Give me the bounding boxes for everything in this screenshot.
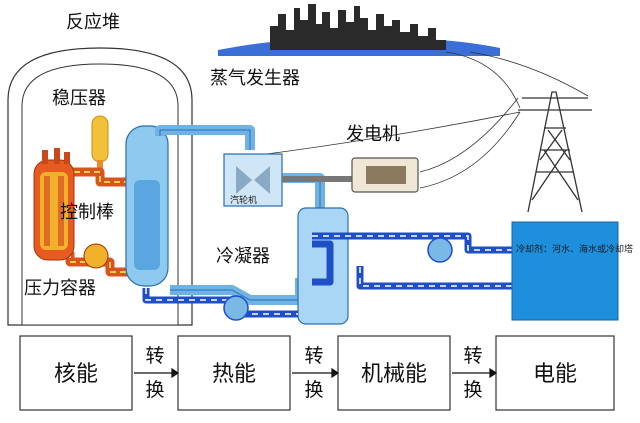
shaft <box>282 176 354 182</box>
convert-3-bottom: 换 <box>463 379 482 401</box>
turbine-icon <box>223 153 283 207</box>
condenser-label: 冷凝器 <box>216 246 270 267</box>
cooling-pump-icon <box>427 237 453 263</box>
convert-2-bottom: 换 <box>304 379 323 401</box>
steam-generator-label: 蒸气发生器 <box>210 68 300 89</box>
chain-box-electric <box>495 335 615 411</box>
chain-box-thermal <box>177 335 291 411</box>
reactor-label: 反应堆 <box>66 12 120 33</box>
energy-chain: 核能 热能 机械能 电能 转 换 转 换 转 换 <box>19 335 615 411</box>
convert-3-top: 转 <box>463 345 482 367</box>
convert-1-top: 转 <box>145 345 164 367</box>
arrow-head-3 <box>489 367 498 379</box>
pressurizer-label: 稳压器 <box>52 88 106 109</box>
step-thermal: 热能 <box>212 362 256 387</box>
generator-label: 发电机 <box>346 124 400 145</box>
convert-1-bottom: 换 <box>145 379 164 401</box>
turbine-label: 汽轮机 <box>230 194 257 206</box>
convert-2-top: 转 <box>304 345 323 367</box>
arrow-head-2 <box>331 367 340 379</box>
city-skyline-icon <box>218 4 500 56</box>
transmission-tower-icon <box>235 51 592 213</box>
pressure-vessel-label: 压力容器 <box>24 278 96 299</box>
chain-box-nuclear <box>19 335 133 411</box>
generator-icon <box>351 157 419 193</box>
arrow-head-1 <box>171 367 180 379</box>
step-mechanical: 机械能 <box>361 362 427 387</box>
cooling-source-label: 冷却剂：河水、海水或冷却塔 <box>516 243 633 255</box>
pressure-vessel-icon <box>33 148 75 261</box>
buildings <box>270 4 446 50</box>
steam-generator-icon <box>125 125 169 287</box>
condenser-icon <box>297 207 349 325</box>
feed-pump-icon <box>223 295 249 321</box>
step-nuclear: 核能 <box>54 362 98 387</box>
chain-box-mechanical <box>337 335 451 411</box>
step-electric: 电能 <box>533 362 577 387</box>
primary-pump-icon <box>83 243 109 269</box>
control-rod-label: 控制棒 <box>60 202 114 223</box>
cooling-tank <box>511 221 619 321</box>
